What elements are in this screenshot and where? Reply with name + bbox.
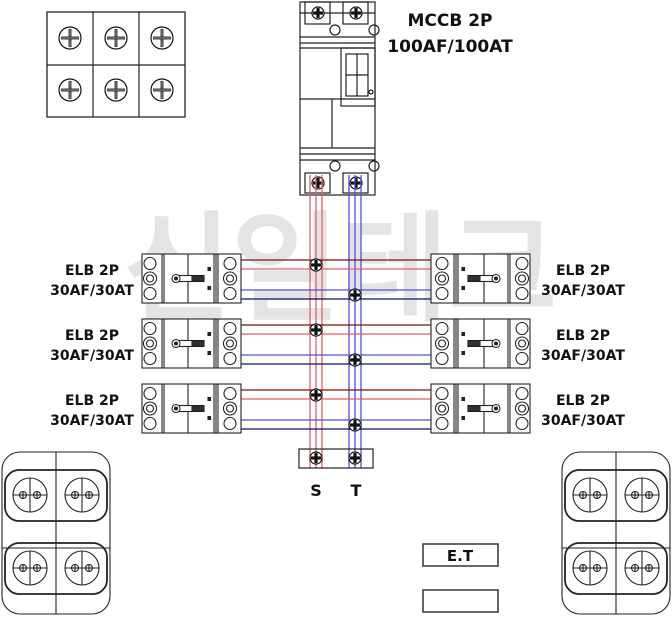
socket-icon — [64, 477, 100, 513]
neutral-terminal — [298, 448, 374, 469]
double-outlet — [561, 451, 671, 615]
screw-icon — [348, 288, 362, 302]
screw-icon — [58, 78, 82, 102]
elb-breaker[interactable] — [141, 383, 242, 434]
mccb-label-line1: MCCB 2P — [407, 11, 492, 31]
elb-breaker[interactable] — [430, 253, 531, 304]
elb-right-3-line2: 30AF/30AT — [541, 413, 625, 429]
blank-box — [422, 589, 499, 613]
screw-icon — [150, 26, 174, 50]
screw-icon — [348, 418, 362, 432]
screw-icon — [349, 6, 363, 20]
terminal-block — [46, 11, 186, 118]
screw-icon — [309, 258, 323, 272]
screw-icon — [309, 451, 362, 465]
phase-s-label: S — [310, 481, 322, 500]
mccb-breaker[interactable] — [299, 1, 380, 196]
screw-icon — [58, 26, 82, 50]
screw-icon — [309, 388, 323, 402]
elb-left-3-line2: 30AF/30AT — [50, 413, 134, 429]
elb-breaker[interactable] — [430, 383, 531, 434]
elb-left-2-line2: 30AF/30AT — [50, 348, 134, 364]
outlets — [1, 451, 671, 615]
socket-icon — [572, 550, 608, 586]
et-label: E.T — [447, 547, 474, 565]
screw-icon — [309, 323, 323, 337]
elb-right-1-line2: 30AF/30AT — [541, 283, 625, 299]
phase-t-label: T — [351, 481, 362, 500]
elb-breaker[interactable] — [141, 318, 242, 369]
elb-breaker[interactable] — [141, 253, 242, 304]
mccb-label-line2: 100AF/100AT — [387, 37, 513, 57]
elb-right-2-line1: ELB 2P — [556, 328, 610, 344]
socket-icon — [624, 550, 660, 586]
screw-icon — [311, 6, 325, 20]
screw-icon — [311, 176, 325, 190]
screw-icon — [349, 176, 363, 190]
elb-left-3-line1: ELB 2P — [65, 393, 119, 409]
elb-right-2-line2: 30AF/30AT — [541, 348, 625, 364]
elb-right-3-line1: ELB 2P — [556, 393, 610, 409]
elb-left-1-line1: ELB 2P — [65, 263, 119, 279]
elb-left-2-line1: ELB 2P — [65, 328, 119, 344]
socket-icon — [64, 550, 100, 586]
socket-icon — [624, 477, 660, 513]
bus-wires — [232, 175, 442, 468]
double-outlet — [1, 451, 111, 615]
socket-icon — [12, 477, 48, 513]
screw-icon — [311, 6, 363, 190]
screw-icon — [150, 78, 174, 102]
screw-icon — [348, 353, 362, 367]
screw-icon — [348, 451, 362, 465]
socket-icon — [572, 477, 608, 513]
screw-icon — [104, 78, 128, 102]
elb-breaker[interactable] — [430, 318, 531, 369]
elb-right-1-line1: ELB 2P — [556, 263, 610, 279]
elb-left-1-line2: 30AF/30AT — [50, 283, 134, 299]
elb-breakers — [141, 253, 531, 434]
screw-icon — [309, 451, 323, 465]
et-box — [422, 543, 499, 567]
socket-icon — [12, 550, 48, 586]
screw-icon — [104, 26, 128, 50]
